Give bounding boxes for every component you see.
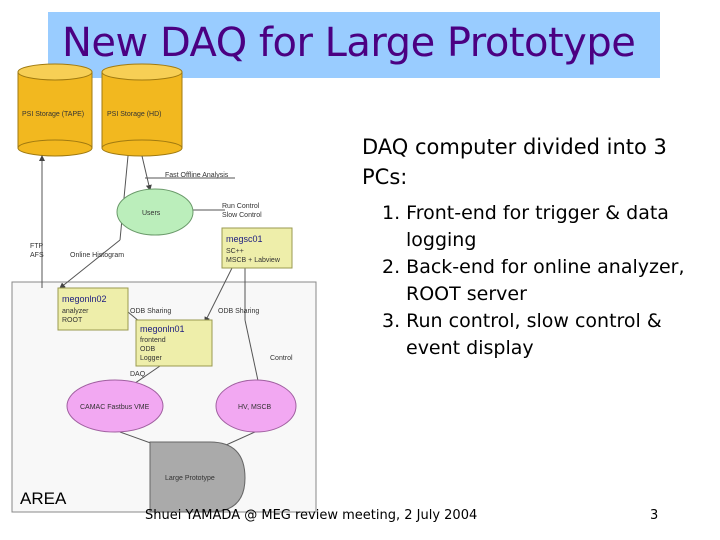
run-control-node: Run Control Slow Control (222, 203, 262, 219)
camac-node: CAMAC Fastbus VME (66, 379, 164, 433)
sub-bullet-3: 3. Run control, slow control & event dis… (382, 310, 662, 359)
slide-title: New DAQ for Large Prototype (62, 20, 636, 66)
megsc01-line-1: SC++ (226, 248, 244, 255)
slow-control-label: Slow Control (222, 212, 262, 219)
footer-text: Shuei YAMADA @ MEG review meeting, 2 Jul… (145, 508, 478, 523)
odb-sharing-left-label: ODB Sharing (130, 308, 171, 315)
afs-label: AFS (30, 252, 44, 259)
sub-bullet-1: 1. Front-end for trigger & data logging (382, 202, 669, 251)
daq-network-diagram: PSI Storage (TAPE) PSI Storage (HD) AREA… (11, 63, 317, 513)
megonln01-line-2: ODB (140, 346, 156, 353)
megonln02-node: megonln02 analyzer ROOT (57, 287, 129, 331)
megonln02-line-1: analyzer (62, 308, 89, 315)
main-bullet: DAQ computer divided into 3 PCs: (362, 135, 667, 189)
megonln02-name: megonln02 (62, 294, 107, 304)
megsc01-line-2: MSCB + Labview (226, 257, 281, 264)
storage-tape-cylinder: PSI Storage (TAPE) (17, 63, 93, 157)
users-node: Users (116, 188, 194, 236)
camac-label: CAMAC Fastbus VME (80, 404, 150, 411)
daq-label: DAQ (130, 371, 146, 378)
online-histogram-label: Online Histogram (70, 252, 124, 259)
users-label: Users (142, 210, 161, 217)
ftp-label: FTP (30, 243, 44, 250)
storage-tape-label: PSI Storage (TAPE) (22, 111, 84, 118)
area-label: AREA (20, 489, 67, 508)
hv-mscb-node: HV, MSCB (215, 379, 297, 433)
hv-mscb-label: HV, MSCB (238, 404, 272, 411)
large-prototype-node: Large Prototype (149, 441, 246, 513)
run-control-label: Run Control (222, 203, 260, 210)
large-prototype-label: Large Prototype (165, 475, 215, 482)
megsc01-node: megsc01 SC++ MSCB + Labview (221, 227, 293, 269)
megonln01-line-1: frontend (140, 337, 166, 344)
megonln01-line-3: Logger (140, 355, 162, 362)
storage-hd-cylinder: PSI Storage (HD) (101, 63, 183, 157)
megonln01-name: megonln01 (140, 324, 185, 334)
storage-hd-label: PSI Storage (HD) (107, 111, 161, 118)
megonln01-node: megonln01 frontend ODB Logger (135, 319, 213, 367)
megonln02-line-2: ROOT (62, 317, 83, 324)
fast-offline-label: Fast Offline Analysis (165, 172, 229, 179)
sub-bullet-2: 2. Back-end for online analyzer, ROOT se… (382, 256, 685, 305)
control-label: Control (270, 355, 293, 362)
megsc01-name: megsc01 (226, 234, 263, 244)
page-number: 3 (650, 508, 659, 523)
bullet-list: DAQ computer divided into 3 PCs: 1. Fron… (362, 132, 712, 362)
odb-sharing-right-label: ODB Sharing (218, 308, 259, 315)
